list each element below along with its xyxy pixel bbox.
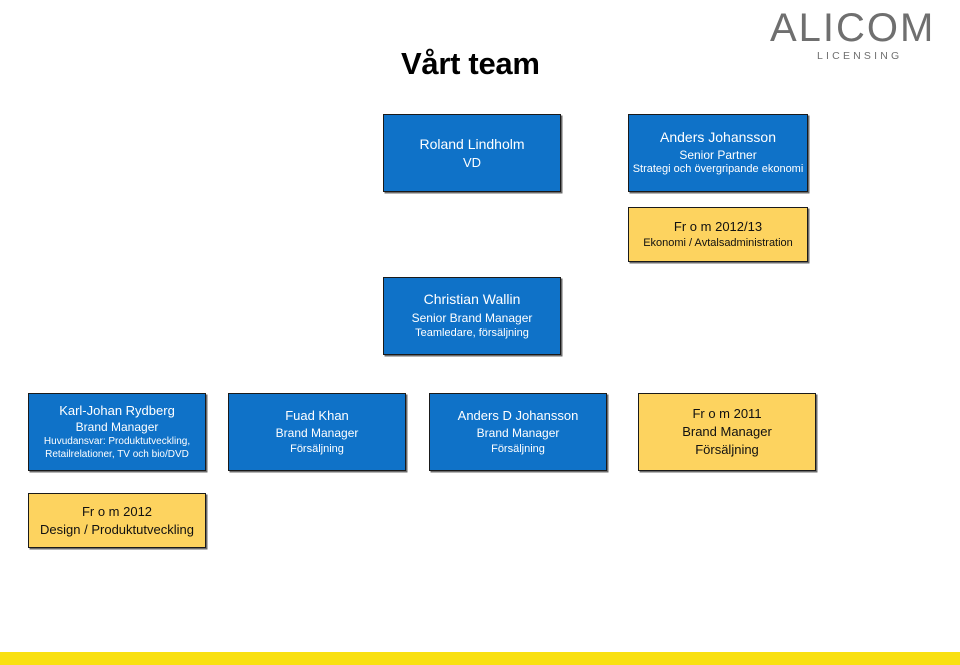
person-role: Senior Brand Manager (411, 310, 533, 325)
person-detail: Retailrelationer, TV och bio/DVD (45, 448, 189, 460)
org-box-vacancy-2012: Fr o m 2012 Design / Produktutveckling (28, 493, 206, 548)
vacancy-role: Brand Manager (682, 424, 772, 440)
person-name: Karl-Johan Rydberg (59, 403, 175, 419)
person-role: Brand Manager (275, 425, 359, 440)
person-name: Anders D Johansson (457, 408, 579, 424)
org-box-economy-from-2012-13: Fr o m 2012/13 Ekonomi / Avtalsadministr… (628, 207, 808, 262)
org-box-christian-wallin: Christian Wallin Senior Brand Manager Te… (383, 277, 561, 355)
page-title: Vårt team (401, 46, 540, 81)
person-name: Roland Lindholm (419, 135, 525, 152)
org-box-roland-lindholm: Roland Lindholm VD (383, 114, 561, 192)
org-box-karl-johan-rydberg: Karl-Johan Rydberg Brand Manager Huvudan… (28, 393, 206, 471)
logo-subline: LICENSING (817, 50, 903, 62)
org-box-anders-d-johansson: Anders D Johansson Brand Manager Försälj… (429, 393, 607, 471)
vacancy-role: Ekonomi / Avtalsadministration (643, 236, 793, 249)
org-box-anders-johansson: Anders Johansson Senior Partner Strategi… (628, 114, 808, 192)
alicom-logo: ALICOM LICENSING (770, 6, 946, 66)
person-name: Anders Johansson (660, 129, 776, 146)
person-detail: Försäljning (290, 442, 344, 455)
person-role: Brand Manager (476, 425, 560, 440)
person-detail: Huvudansvar: Produktutveckling, (43, 435, 191, 447)
bottom-accent-bar (0, 652, 960, 665)
person-role: Senior Partner (679, 147, 757, 162)
person-detail: Teamledare, försäljning (415, 327, 529, 340)
vacancy-role: Design / Produktutveckling (40, 521, 194, 537)
person-role: Brand Manager (75, 419, 159, 434)
person-detail: Strategi och övergripande ekonomi (632, 163, 804, 176)
person-name: Fuad Khan (285, 408, 349, 424)
org-box-fuad-khan: Fuad Khan Brand Manager Försäljning (228, 393, 406, 471)
vacancy-detail: Försäljning (695, 441, 759, 457)
logo-wordmark: ALICOM (770, 6, 936, 50)
person-name: Christian Wallin (423, 291, 521, 308)
person-detail: Försäljning (491, 442, 545, 455)
person-role: VD (462, 154, 482, 170)
vacancy-date: Fr o m 2012 (81, 503, 153, 519)
vacancy-date: Fr o m 2011 (692, 406, 762, 422)
vacancy-date: Fr o m 2012/13 (673, 218, 763, 234)
org-box-vacancy-2011: Fr o m 2011 Brand Manager Försäljning (638, 393, 816, 471)
